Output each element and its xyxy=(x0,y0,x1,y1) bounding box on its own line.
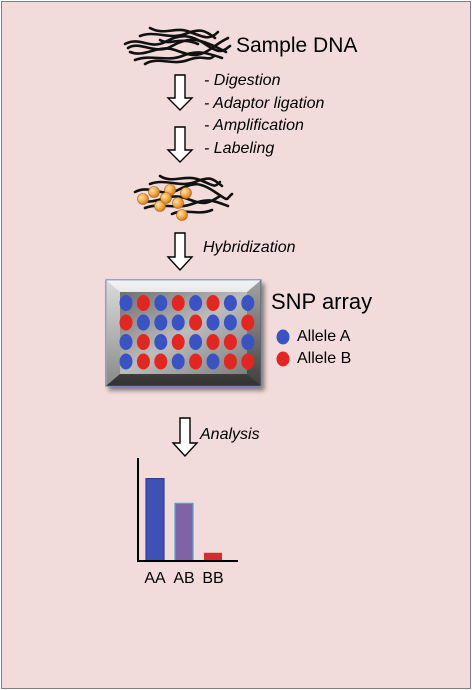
processing-steps: - Digestion - Adaptor ligation - Amplifi… xyxy=(204,70,324,160)
snp-spot xyxy=(223,334,237,350)
bar-ab xyxy=(174,502,194,562)
snp-spot xyxy=(206,353,220,370)
snp-spot xyxy=(189,314,203,331)
bar-aa xyxy=(145,478,165,562)
snp-spot xyxy=(241,295,255,311)
snp-spot xyxy=(136,353,150,370)
snp-spot xyxy=(189,295,203,311)
snp-spot xyxy=(136,314,150,331)
snp-spot xyxy=(241,353,255,370)
bar-bb xyxy=(204,552,222,561)
snp-spot xyxy=(206,295,220,311)
snp-spot xyxy=(171,295,185,311)
sample-dna-label: Sample DNA xyxy=(236,34,357,57)
tick-label-aa: AA xyxy=(144,570,166,587)
snp-spot xyxy=(171,334,185,350)
snp-spot xyxy=(119,334,133,350)
snp-spot xyxy=(206,334,220,350)
snp-array-chip xyxy=(105,279,262,387)
snp-spot xyxy=(154,353,168,370)
snp-spot xyxy=(223,314,237,331)
hybridization-label: Hybridization xyxy=(203,239,296,256)
snp-spot xyxy=(154,314,168,331)
step-amplification: - Amplification xyxy=(204,117,304,134)
step-labeling: - Labeling xyxy=(204,139,275,157)
snp-spot xyxy=(154,334,168,350)
snp-spot xyxy=(136,334,150,350)
step-adaptor-ligation: - Adaptor ligation xyxy=(204,94,325,112)
allele-a-dot xyxy=(276,329,290,345)
snp-spot xyxy=(119,295,133,311)
tick-label-ab: AB xyxy=(173,570,194,587)
snp-spot xyxy=(223,295,237,311)
allele-b-dot xyxy=(276,351,290,367)
snp-spot xyxy=(241,314,255,331)
snp-array-title: SNP array xyxy=(271,289,373,314)
legend-allele-b: Allele B xyxy=(297,350,352,367)
genotype-bar-chart: AA AB BB xyxy=(137,458,238,587)
snp-spot xyxy=(241,334,255,350)
step-digestion: - Digestion xyxy=(204,72,281,89)
snp-spot xyxy=(189,334,203,350)
snp-spot xyxy=(119,353,133,370)
sample-dna-strands xyxy=(123,26,232,66)
snp-spot xyxy=(154,295,168,311)
snp-spot xyxy=(171,314,185,331)
labeled-dna-strands xyxy=(133,174,234,221)
snp-spot xyxy=(189,353,203,370)
snp-spot xyxy=(119,314,133,331)
analysis-label: Analysis xyxy=(200,426,260,443)
snp-spot xyxy=(206,314,220,331)
arrow-down-icon xyxy=(166,74,194,111)
arrow-down-icon xyxy=(166,126,194,163)
tick-label-bb: BB xyxy=(202,570,223,587)
snp-spot xyxy=(171,353,185,370)
arrow-down-icon xyxy=(171,417,199,458)
snp-spot-grid xyxy=(119,295,255,370)
snp-spot xyxy=(223,353,237,370)
arrow-down-icon xyxy=(166,232,194,272)
legend-allele-a: Allele A xyxy=(297,328,351,345)
snp-spot xyxy=(136,295,150,311)
